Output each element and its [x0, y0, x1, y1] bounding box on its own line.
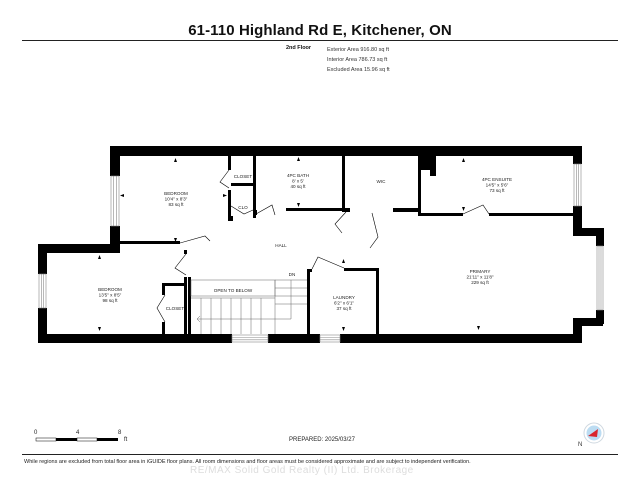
room-dims: 8' x 5'	[292, 179, 304, 184]
hall-label: HALL	[275, 243, 287, 248]
property-address-title: 61-110 Highland Rd E, Kitchener, ON	[188, 22, 452, 39]
disclaimer-text: While regions are excluded from total fl…	[24, 459, 471, 465]
stairs	[190, 279, 307, 334]
room-dims: 14'5" x 5'6"	[486, 183, 509, 188]
room-name: BEDROOM	[164, 191, 188, 196]
clo-label: CLO	[238, 205, 248, 210]
closet-label: CLOSET	[166, 306, 185, 311]
header-divider	[22, 40, 618, 41]
prepared-date: PREPARED: 2025/03/27	[289, 437, 355, 443]
room-area: 83 sq ft	[168, 202, 184, 207]
scale-unit: ft	[124, 437, 128, 443]
room-labels: BEDROOM 10'4" x 8'3" 83 sq ft 4PC BATH 8…	[98, 173, 512, 311]
room-area: 98 sq ft	[102, 298, 118, 303]
room-area: 73 sq ft	[489, 188, 505, 193]
compass-icon: N	[578, 422, 605, 448]
dimension-arrows	[98, 157, 480, 331]
room-dims: 13'5" x 8'5"	[99, 293, 122, 298]
svg-text:N: N	[578, 442, 582, 448]
dn-label: DN	[289, 272, 296, 277]
room-name: WIC	[377, 179, 387, 184]
doors	[156, 169, 490, 323]
walls	[38, 146, 604, 343]
footer-divider	[22, 454, 618, 455]
interior-area: Interior Area 786.73 sq ft	[327, 57, 388, 63]
room-dims: 6'2" x 6'1"	[334, 301, 354, 306]
windows	[38, 163, 604, 343]
brokerage-watermark: RE/MAX Solid Gold Realty (II) Ltd. Broke…	[190, 465, 414, 476]
room-name: PRIMARY	[470, 269, 491, 274]
room-name: 4PC BATH	[287, 173, 309, 178]
scale-tick-8: 8	[118, 430, 122, 436]
scale-bar	[35, 437, 118, 442]
room-area: 40 sq ft	[290, 184, 306, 189]
room-name: BEDROOM	[98, 287, 122, 292]
excluded-area: Excluded Area 15.96 sq ft	[327, 67, 390, 73]
scale-tick-4: 4	[76, 430, 80, 436]
room-dims: 21'11" x 11'8"	[466, 275, 493, 280]
exterior-area: Exterior Area 916.80 sq ft	[327, 47, 390, 53]
room-area: 229 sq ft	[471, 280, 489, 285]
scale-tick-0: 0	[34, 430, 38, 436]
room-dims: 10'4" x 8'3"	[165, 197, 188, 202]
room-area: 37 sq ft	[336, 306, 352, 311]
closet-label: CLOSET	[234, 174, 253, 179]
room-name: LAUNDRY	[333, 295, 355, 300]
floor-label: 2nd Floor	[286, 45, 312, 51]
open-to-below-label: OPEN TO BELOW	[214, 288, 253, 293]
interior-walls	[120, 156, 577, 334]
area-summary: Exterior Area 916.80 sq ft Interior Area…	[327, 45, 390, 75]
room-name: 4PC ENSUITE	[482, 177, 512, 182]
